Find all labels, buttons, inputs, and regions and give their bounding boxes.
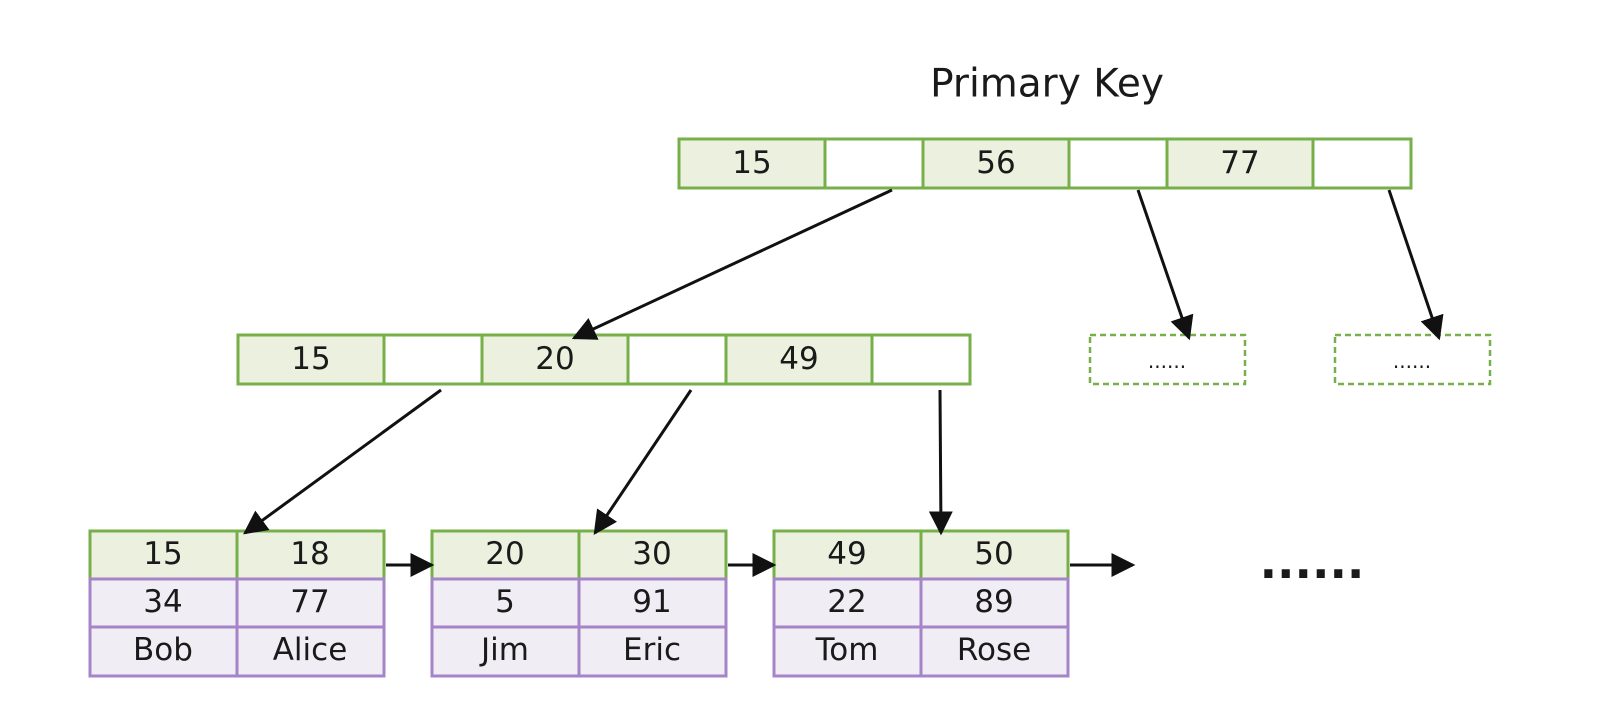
placeholder-node-box [1088,333,1247,386]
leaf-key: 18 [290,536,329,572]
placeholder-node-box [1333,333,1492,386]
leaf-value: 77 [290,584,329,620]
leaf-name: Tom [815,632,879,668]
leaf-key: 49 [827,536,866,572]
root-pointer-cell [823,137,925,190]
root-pointer-cell [1311,137,1413,190]
internal-pointer-cell [382,333,484,386]
internal-key: 20 [535,341,574,377]
more-leaves-ellipsis: ...... [1260,535,1365,589]
leaf-row-cell [577,625,728,678]
internal-key-cell [724,333,874,386]
leaf-node: 49 50 22 89 Tom Rose [772,529,1070,678]
leaf-row-cell [919,577,1070,629]
placeholder-ellipsis: ...... [1393,349,1431,373]
root-key-cell [677,137,827,190]
leaf-row-cell [772,625,923,678]
leaf-row-cell [577,577,728,629]
placeholder-ellipsis: ...... [1148,349,1186,373]
leaf-name: Eric [623,632,681,668]
pointer-arrow [1387,189,1444,341]
leaf-value: 22 [827,584,866,620]
root-key: 15 [732,145,771,181]
leaf-row-cell [235,625,386,678]
leaf-key-cell [88,529,239,581]
internal-pointer-cell [626,333,728,386]
leaf-key: 15 [143,536,182,572]
leaf-name: Jim [479,632,529,668]
internal-node: 15 20 49 [236,333,972,386]
placeholder-node: ...... [1333,333,1492,386]
internal-key: 15 [291,341,330,377]
internal-key: 49 [779,341,818,377]
leaf-row-cell [88,577,239,629]
root-node: 15 56 77 [677,137,1413,190]
leaf-row-cell [430,577,581,629]
leaf-name: Rose [957,632,1031,668]
pointer-arrow [243,388,442,535]
pointer-arrow [571,188,893,340]
root-pointer-cell [1067,137,1169,190]
pointer-arrow [1136,189,1194,341]
leaf-name: Bob [133,632,193,668]
leaf-key: 30 [632,536,671,572]
leaf-node: 15 18 34 77 Bob Alice [88,529,386,678]
root-key: 56 [976,145,1015,181]
leaf-key: 50 [974,536,1013,572]
diagram-title: Primary Key [930,62,1164,107]
leaf-row-cell [919,625,1070,678]
pointer-arrow [593,389,693,535]
leaf-key-cell [577,529,728,581]
leaf-key: 20 [485,536,524,572]
leaf-value: 89 [974,584,1013,620]
root-key-cell [921,137,1071,190]
leaf-key-cell [430,529,581,581]
leaf-row-cell [430,625,581,678]
leaf-key-cell [235,529,386,581]
leaf-name: Alice [273,632,348,668]
leaf-value: 34 [143,584,182,620]
leaf-key-cell [919,529,1070,581]
leaf-node: 20 30 5 91 Jim Eric [430,529,728,678]
pointer-arrow [928,389,953,536]
placeholder-node: ...... [1088,333,1247,386]
leaf-value: 5 [495,584,515,620]
internal-key-cell [480,333,630,386]
leaf-value: 91 [632,584,671,620]
internal-pointer-cell [870,333,972,386]
leaf-row-cell [88,625,239,678]
root-key-cell [1165,137,1315,190]
root-key: 77 [1220,145,1259,181]
